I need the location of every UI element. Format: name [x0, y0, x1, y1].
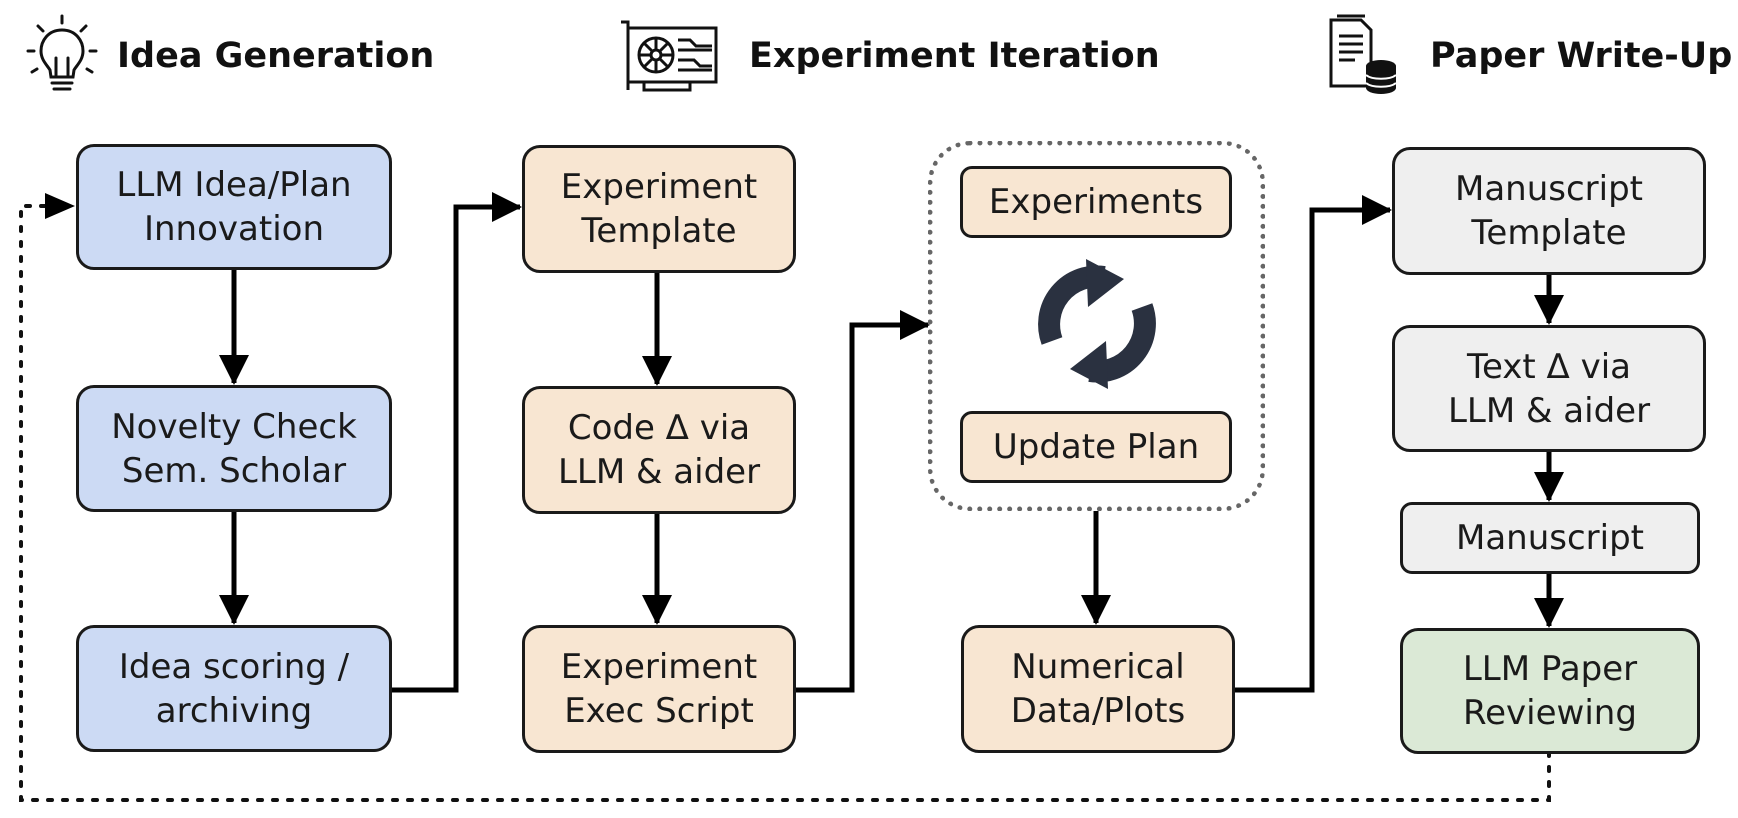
node-experiment-exec-script: Experiment Exec Script	[522, 625, 796, 753]
node-code-delta: Code Δ via LLM & aider	[522, 386, 796, 514]
section-title-idea-generation: Idea Generation	[117, 36, 435, 76]
refresh-cycle-icon	[1038, 259, 1156, 389]
node-text-delta: Text Δ via LLM & aider	[1392, 325, 1706, 452]
node-experiment-template: Experiment Template	[522, 145, 796, 273]
feedback-loop-arrowhead	[45, 193, 75, 219]
node-manuscript-template: Manuscript Template	[1392, 147, 1706, 275]
node-idea-scoring-archiving: Idea scoring / archiving	[76, 625, 392, 752]
document-database-icon	[1329, 14, 1397, 94]
arrow-scoring-to-template	[392, 192, 522, 693]
node-llm-idea-plan-innovation: LLM Idea/Plan Innovation	[76, 144, 392, 270]
node-experiments: Experiments	[960, 166, 1232, 238]
arrow-numerical-to-ms-template	[1235, 195, 1392, 693]
node-update-plan: Update Plan	[960, 411, 1232, 483]
node-llm-paper-reviewing: LLM Paper Reviewing	[1400, 628, 1700, 754]
experiment-loop-frame	[928, 141, 1265, 511]
node-novelty-check: Novelty Check Sem. Scholar	[76, 385, 392, 512]
node-numerical-data-plots: Numerical Data/Plots	[961, 625, 1235, 753]
feedback-loop-connector	[19, 204, 1551, 802]
section-title-experiment-iteration: Experiment Iteration	[749, 36, 1160, 76]
lightbulb-icon	[26, 14, 98, 91]
section-title-paper-write-up: Paper Write-Up	[1430, 36, 1733, 76]
arrow-exec-to-loop	[796, 310, 930, 693]
gpu-card-icon	[621, 20, 718, 92]
node-manuscript: Manuscript	[1400, 502, 1700, 574]
